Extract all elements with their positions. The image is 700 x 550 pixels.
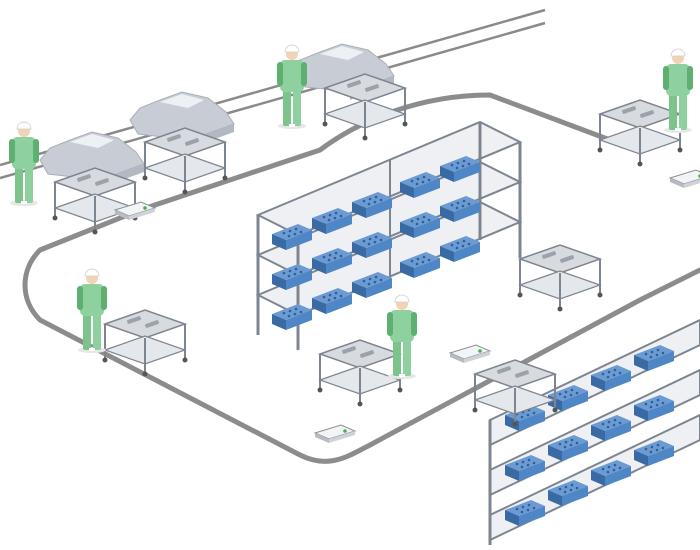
worker-figure <box>662 48 694 134</box>
worker-figure <box>276 44 308 130</box>
agv-robot <box>449 344 491 364</box>
storage-rack-right <box>488 318 700 545</box>
parts-cart <box>516 244 604 313</box>
parts-cart <box>101 309 189 378</box>
agv-robot <box>669 169 700 189</box>
worker-figure <box>8 121 40 207</box>
parts-cart <box>321 73 409 142</box>
parts-cart <box>316 339 404 408</box>
worker-figure <box>386 294 418 380</box>
agv-robot <box>314 424 356 444</box>
storage-rack-center <box>255 120 523 350</box>
parts-cart <box>51 167 139 236</box>
